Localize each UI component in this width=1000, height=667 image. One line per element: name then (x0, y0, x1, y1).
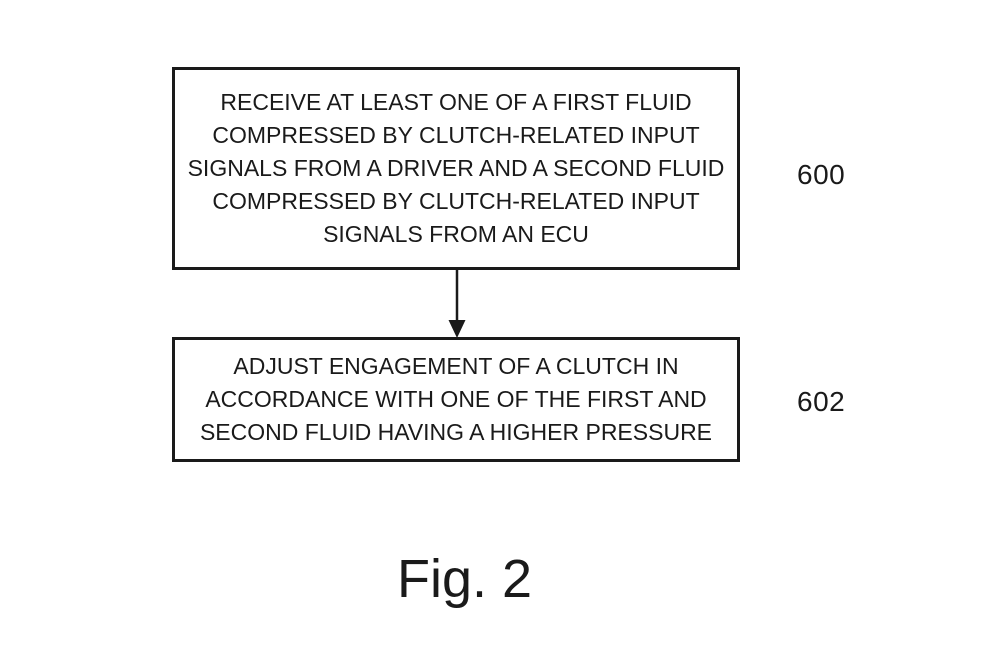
ref-label-600: 600 (797, 159, 846, 190)
flow-step-adjust-box: ADJUST ENGAGEMENT OF A CLUTCH IN ACCORDA… (172, 337, 740, 462)
figure-caption: Fig. 2 (396, 549, 533, 609)
flow-step-receive-box: RECEIVE AT LEAST ONE OF A FIRST FLUID CO… (172, 67, 740, 270)
flow-arrow-down-icon (448, 268, 466, 338)
flow-step-adjust-text: ADJUST ENGAGEMENT OF A CLUTCH IN ACCORDA… (199, 353, 713, 445)
ref-label-602: 602 (797, 386, 846, 417)
flow-step-receive-text: RECEIVE AT LEAST ONE OF A FIRST FLUID CO… (187, 89, 725, 247)
